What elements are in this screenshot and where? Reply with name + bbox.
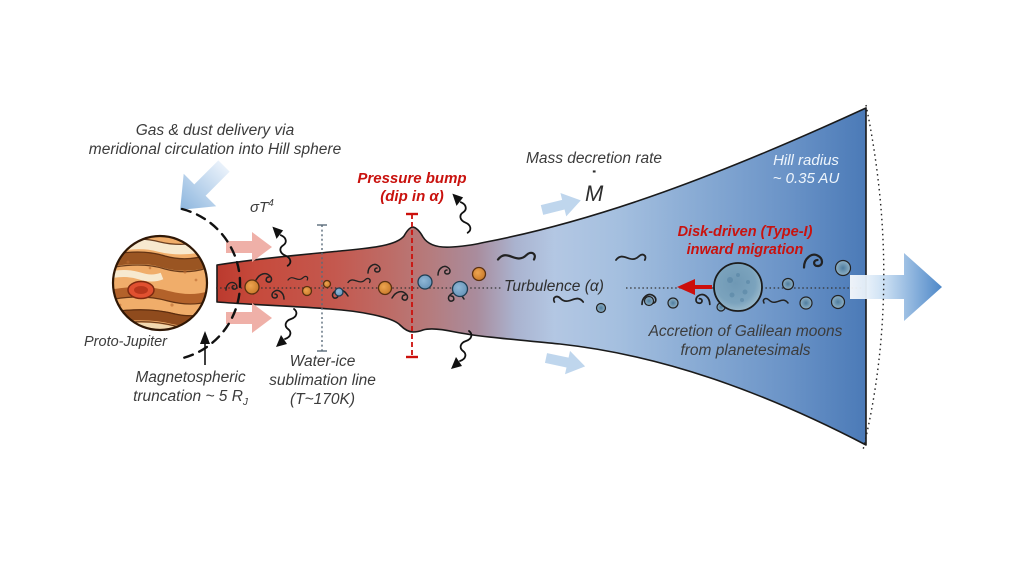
proto-jupiter-illustration xyxy=(111,234,209,332)
mass-decretion-symbol: ˙ M xyxy=(585,168,604,206)
magnetosphere-arc xyxy=(180,207,242,360)
label-turbulence: Turbulence (α) xyxy=(504,278,604,295)
label-gas-dust-delivery: Gas & dust delivery via meridional circu… xyxy=(88,122,342,158)
truncation-pointer-arrow xyxy=(200,331,210,365)
decretion-flow-arrows xyxy=(540,193,586,375)
pressure-bump-line xyxy=(406,212,418,359)
label-type1-migration: Disk-driven (Type-I) inward migration xyxy=(677,224,813,258)
label-pressure-bump: Pressure bump (dip in α) xyxy=(357,170,467,206)
galilean-moon xyxy=(713,262,763,312)
migration-arrow xyxy=(677,279,712,295)
label-proto-jupiter: Proto-Jupiter xyxy=(84,334,168,350)
label-mass-decretion: Mass decretion rate xyxy=(525,150,663,167)
water-ice-line xyxy=(317,224,327,352)
outflow-arrow xyxy=(850,253,942,321)
label-hill-radius: Hill radius ~ 0.35 AU xyxy=(772,152,840,188)
disk-shape xyxy=(216,107,867,446)
label-accretion: Accretion of Galilean moons from planete… xyxy=(648,323,843,359)
label-sigma-t4: σT4 xyxy=(250,198,274,216)
label-water-ice-line: Water-ice sublimation line (T~170K) xyxy=(269,353,376,408)
gas-inflow-arrows xyxy=(226,232,272,333)
delivery-arrow xyxy=(180,160,230,210)
label-magnetospheric-truncation: Magnetospheric truncation ~ 5 RJ xyxy=(133,369,248,408)
planetesimals xyxy=(595,259,852,314)
dust-pebbles xyxy=(244,266,487,298)
